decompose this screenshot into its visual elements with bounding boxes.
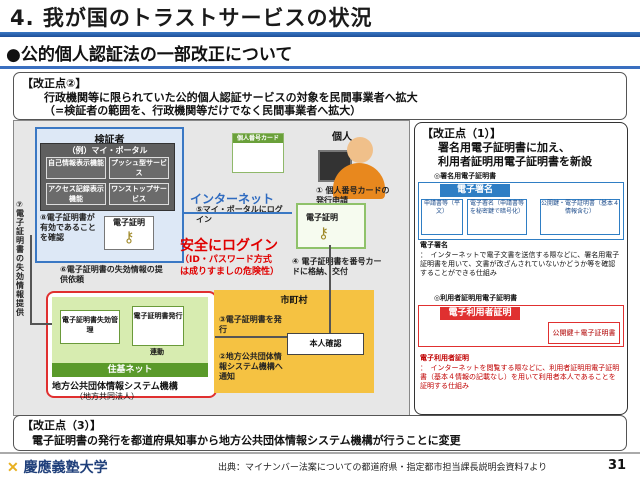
person-head-icon [347, 137, 373, 163]
step3-text: ③電子証明書を発行 [219, 315, 282, 334]
revision-2-line2: （=検証者の範囲を、行政機関等だけでなく民間事業者へ拡大） [44, 104, 362, 117]
revision-3-heading: 【改正点（3）】 [22, 419, 102, 432]
identity-check: 本人確認 [287, 333, 364, 355]
card-header: 個人番号カード [233, 134, 283, 143]
page-title: 4. 我が国のトラストサービスの状況 [10, 6, 373, 30]
portal-button-one-stop[interactable]: ワンストップサービス [109, 183, 169, 205]
portal-title: （例）マイ・ポータル [67, 146, 148, 155]
sig-def: ： インターネットで電子文書を送信する際などに、署名用電子証明書を用いて、文書が… [420, 251, 620, 277]
verifier-cert: 電子証明 ⚷ [104, 216, 154, 250]
portal-button-access-log[interactable]: アクセス記録表示機能 [46, 183, 106, 205]
jlis-sub: （地方共同法人） [75, 392, 139, 401]
revision-2-heading: 【改正点②】 [22, 77, 87, 90]
auth-header: 電子利用者証明 [440, 307, 520, 320]
step2-text: ②地方公共団体情報システム機構へ通知 [219, 352, 283, 381]
revision-3-line: 電子証明書の発行を都道府県知事から地方公共団体情報システム機構が行うことに変更 [32, 434, 461, 447]
portal-button-push[interactable]: プッシュ型サービス [109, 157, 169, 179]
arrow-line [329, 245, 331, 333]
footer-rule [0, 452, 640, 454]
step8-text: ⑧電子証明書が有効であることを確認 [40, 213, 96, 242]
signature-diagram [418, 182, 624, 240]
my-number-card: 個人番号カード [232, 133, 284, 173]
key-icon: ⚷ [318, 224, 329, 242]
sig-cell-plain: 申請書等（平文） [421, 199, 463, 235]
step6-text: ⑥電子証明書の失効情報の提供依頼 [60, 265, 163, 284]
arrow-line [30, 235, 32, 325]
university-logo: ✕ 慶應義塾大学 [7, 457, 108, 477]
internet-label: インターネット [190, 192, 275, 206]
source-citation: 出典：マイナンバー法案についての都道府県・指定都市担当課長説明会資料7より [218, 463, 548, 473]
person-cert-box: 電子証明 ⚷ [296, 203, 366, 249]
arrow-line [215, 336, 287, 338]
sig-cell-signature: 電子署名（申請書等を秘密鍵で暗号化） [467, 199, 527, 235]
auth-cell-pubkey: 公開鍵＋電子証明書 [548, 322, 620, 344]
my-portal: （例）マイ・ポータル 自己情報表示機能 プッシュ型サービス アクセス記録表示機能… [40, 143, 175, 211]
section-subtitle: ●公的個人認証法の一部改正について [6, 45, 293, 65]
municipality-label: 市町村 [280, 296, 308, 306]
revision-3-box: 【改正点（3）】 電子証明書の発行を都道府県知事から地方公共団体情報システム機構… [13, 415, 627, 451]
pen-logo-icon: ✕ [7, 460, 19, 476]
subtitle-rule [0, 66, 640, 69]
revision-1-heading: 【改正点（1）】 [422, 127, 502, 140]
jlis-name: 地方公共団体情報システム機構 [52, 382, 178, 392]
revision-1-line1: 署名用電子証明書に加え、 [438, 141, 570, 154]
cert-issuance: 電子証明書発行 [132, 306, 184, 346]
step1-text: ① 個人番号カードの発行申請 [316, 186, 390, 205]
auth-cert-title: ◎利用者証明用電子証明書 [434, 294, 518, 302]
auth-def: ： インターネットを閲覧する際などに、利用者証明用電子証明書（基本４情報の記載な… [420, 364, 620, 390]
revision-1-panel [414, 122, 628, 415]
arrow-line [182, 212, 292, 214]
portal-button-self-info[interactable]: 自己情報表示機能 [46, 157, 106, 179]
safe-login-label: 安全にログイン [180, 238, 278, 254]
verifier-label: 検証者 [94, 135, 125, 146]
page-number: 31 [608, 458, 627, 473]
revision-1-line2: 利用者証明用電子証明書を新設 [438, 155, 592, 168]
step4-text: ④ 電子証明書を番号カードに格納、交付 [292, 257, 382, 276]
jusenet-label: 住基ネット [52, 363, 208, 377]
revision-2-line1: 行政機関等に限られていた公的個人認証サービスの対象を民間事業者へ拡大 [44, 91, 418, 104]
sig-header: 電子署名 [440, 184, 510, 197]
sig-cell-pubkey: 公開鍵・電子証明書（基本４情報含む） [540, 199, 620, 235]
person-cert-label: 電子証明 [306, 213, 338, 222]
auth-def-head: 電子利用者証明 [420, 354, 469, 362]
verifier-cert-label: 電子証明 [113, 218, 145, 227]
link-label: 連動 [150, 348, 164, 356]
university-name: 慶應義塾大学 [23, 460, 108, 476]
sig-def-head: 電子署名 [420, 241, 448, 249]
person-icon [333, 163, 385, 199]
step5-text: ⑤マイ・ポータルにログイン [196, 205, 283, 224]
person-label: 個人 [332, 132, 352, 143]
safe-login-note: （ID・パスワード方式は成りすましの危険性） [180, 255, 280, 277]
revision-2-box: 【改正点②】 行政機関等に限られていた公的個人認証サービスの対象を民間事業者へ拡… [13, 72, 627, 120]
step7-vertical-text: ⑦電子証明書の失効情報提供 [16, 200, 24, 317]
sig-cert-title: ◎署名用電子証明書 [434, 172, 497, 180]
auth-diagram [418, 305, 624, 347]
title-rule [0, 32, 640, 37]
key-icon: ⚷ [123, 228, 135, 246]
arrow-line [30, 323, 52, 325]
revocation-management: 電子証明書失効管理 [60, 310, 120, 344]
